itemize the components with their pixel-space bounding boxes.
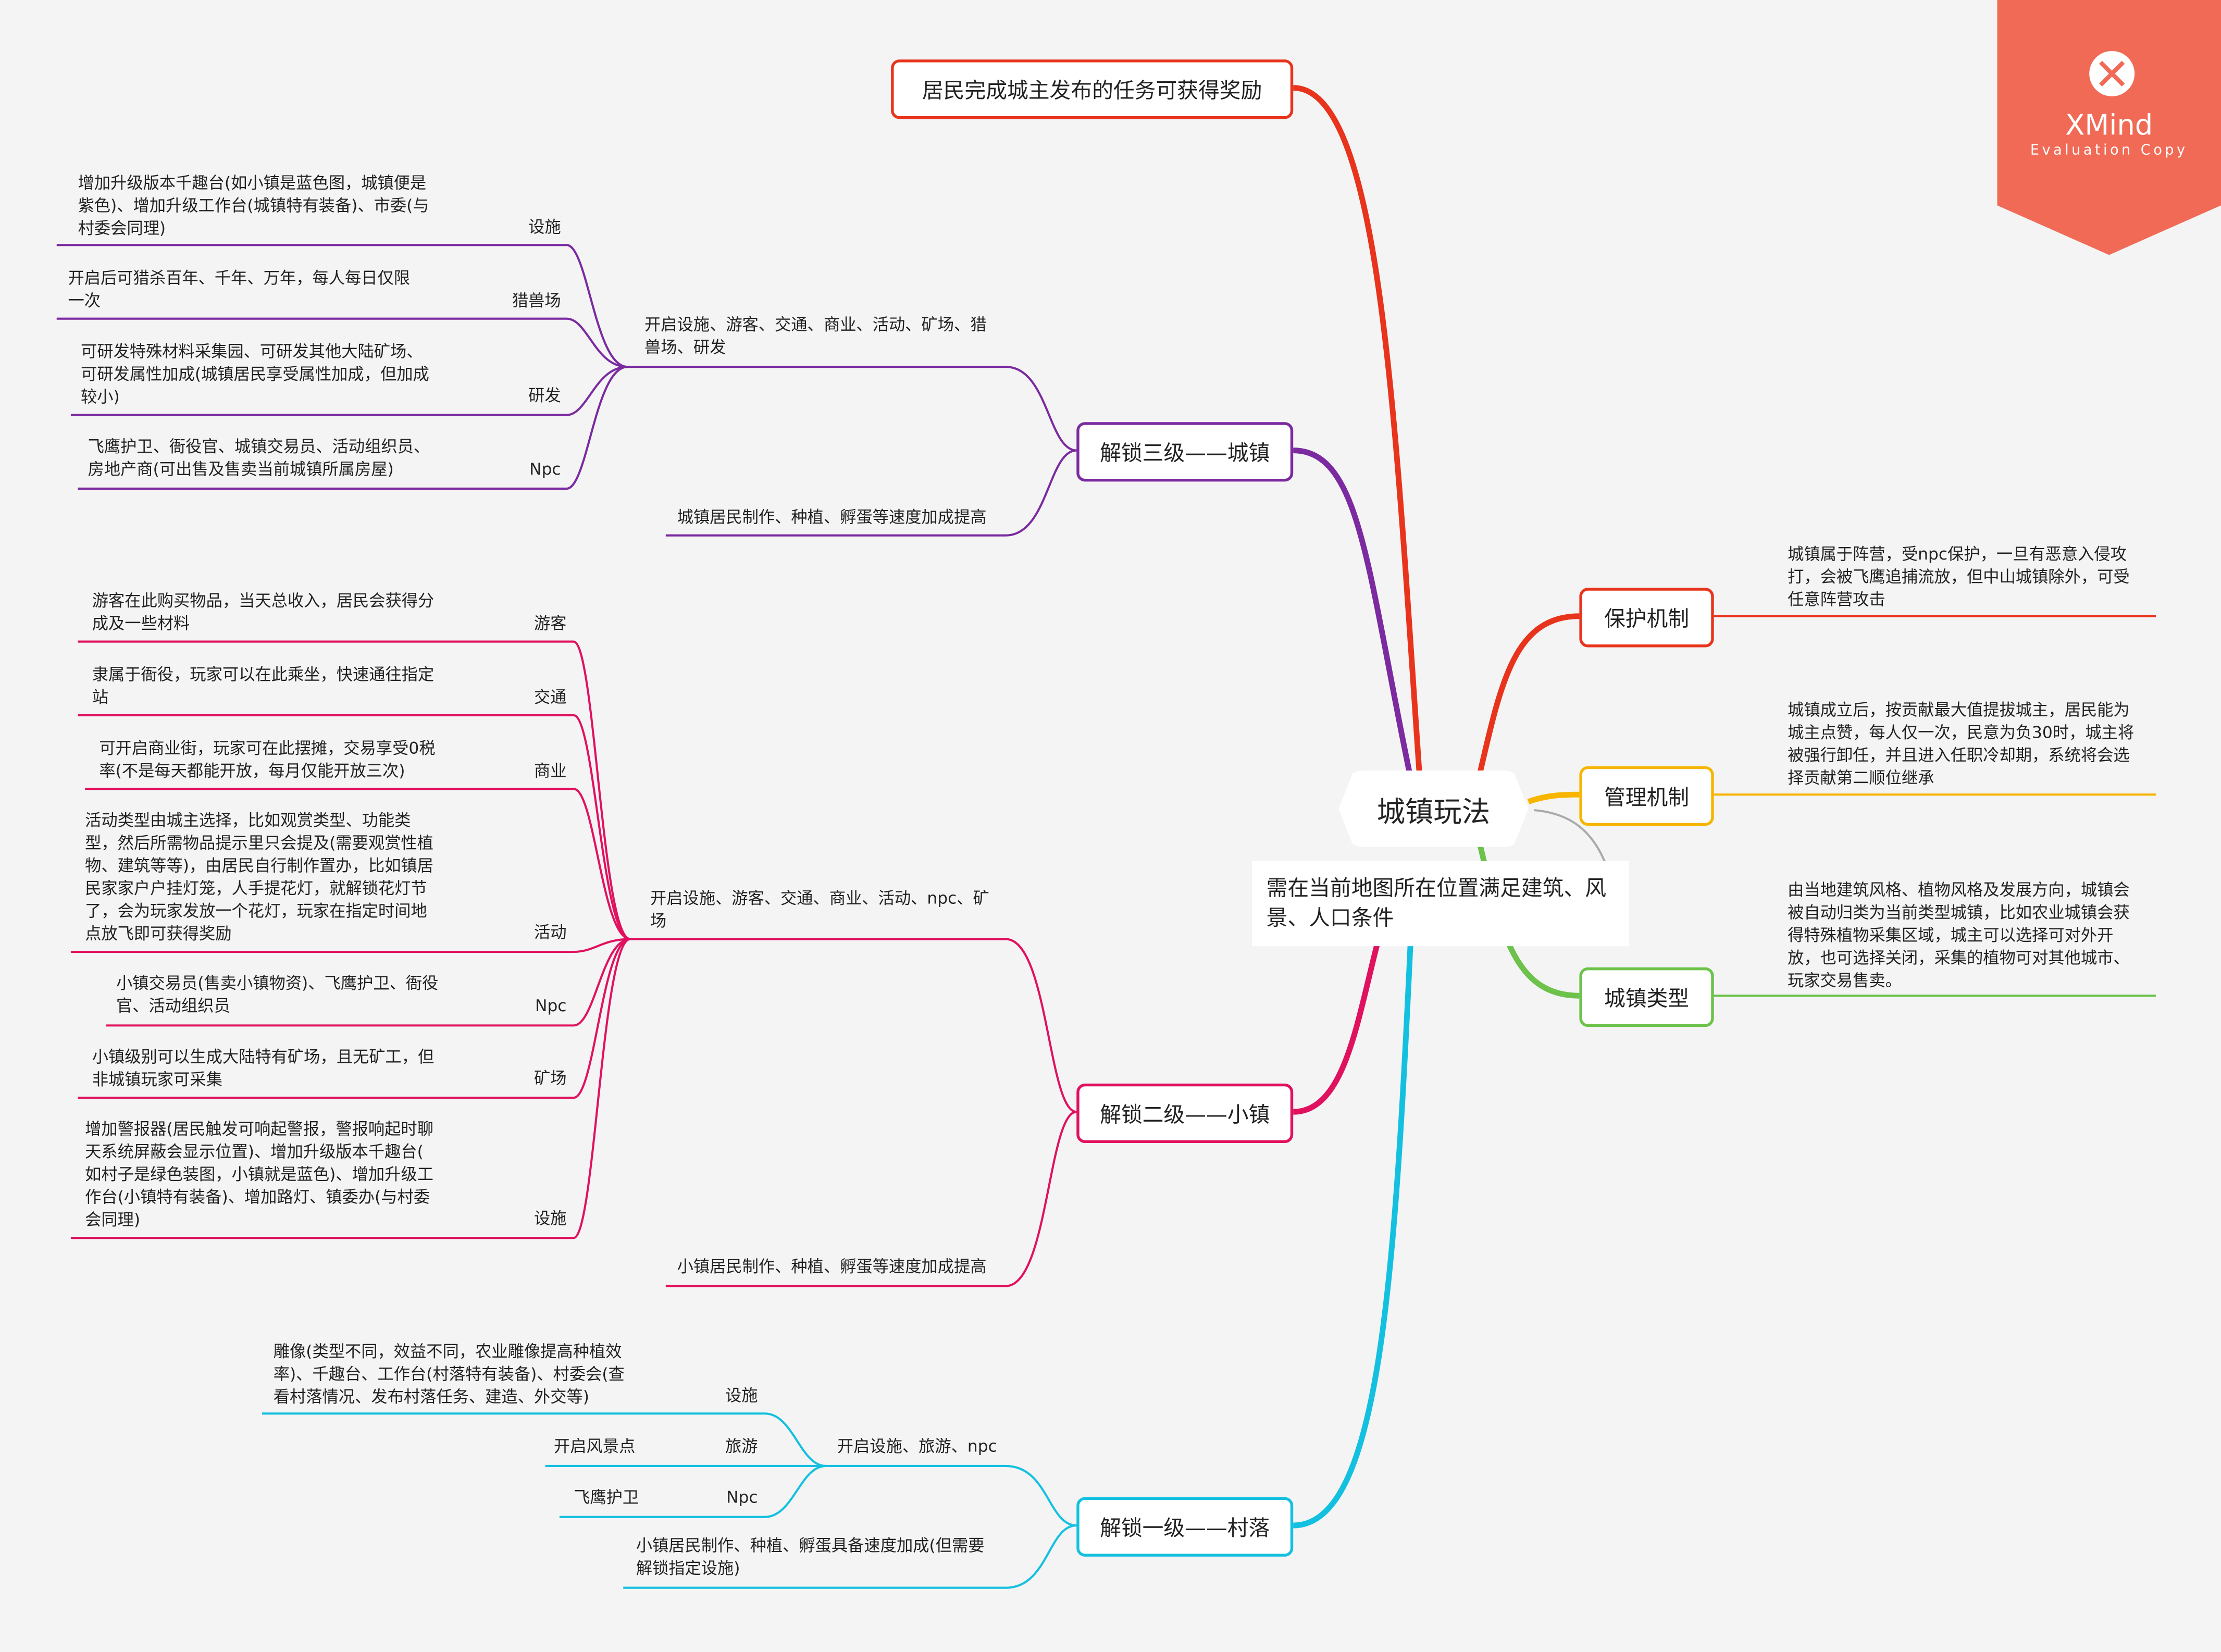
topic-town-type[interactable]: 城镇类型: [1579, 967, 1714, 1027]
level2-facility-text: 增加警报器(居民触发可响起警报，警报响起时聊天系统屏蔽会显示位置)、增加升级版本…: [85, 1119, 433, 1229]
level2-tourist-text: 游客在此购买物品，当天总收入，居民会获得分成及一些材料: [92, 590, 435, 634]
central-topic[interactable]: 城镇玩法: [1338, 771, 1529, 847]
level3-research-label: 研发: [528, 385, 561, 405]
protection-detail: 城镇属于阵营，受npc保护，一旦有恶意入侵攻打，会被飞鹰追捕流放，但中山城镇除外…: [1788, 544, 2130, 610]
topic-management[interactable]: 管理机制: [1579, 766, 1714, 826]
branch-line-level3: [1293, 448, 1412, 773]
level3-hunting-label: 猎兽场: [512, 290, 561, 310]
topic-level2-small-town[interactable]: 解锁二级——小镇: [1076, 1083, 1294, 1144]
level1-facility-label: 设施: [725, 1385, 758, 1405]
badge-brand: XMind: [2065, 107, 2153, 142]
level2-commerce-text: 可开启商业街，玩家可在此摆摊，交易享受0税率(不是每天都能开放，每月仅能开放三次…: [99, 738, 436, 781]
xmind-watermark-badge: [1997, 0, 2221, 255]
level3-hunting-text: 开启后可猎杀百年、千年、万年，每人每日仅限一次: [68, 267, 411, 310]
management-detail: 城镇成立后，按贡献最大值提拔城主，居民能为城主点赞，每人仅一次，民意为负30时，…: [1788, 700, 2135, 788]
level2-facility-label: 设施: [533, 1208, 567, 1228]
level1-facility-text: 雕像(类型不同，效益不同，农业雕像提高种植效率)、千趣台、工作台(村落特有装备)…: [273, 1341, 625, 1407]
topic-resident-tasks[interactable]: 居民完成城主发布的任务可获得奖励: [891, 59, 1294, 119]
level2-npc-text: 小镇交易员(售卖小镇物资)、飞鹰护卫、衙役官、活动组织员: [116, 973, 439, 1016]
level1-lines: [262, 1412, 1077, 1589]
level3-facility-label: 设施: [528, 216, 561, 237]
level2-lines: [70, 640, 1077, 1287]
level1-tour-label: 旅游: [725, 1436, 758, 1456]
level2-bonus: 小镇居民制作、种植、孵蛋等速度加成提高: [677, 1256, 987, 1276]
level2-transport-label: 交通: [533, 687, 567, 707]
level3-npc-text: 飞鹰护卫、衙役官、城镇交易员、活动组织员、房地产商(可出售及售卖当前城镇所属房屋…: [88, 436, 430, 479]
topic-level1-village[interactable]: 解锁一级——村落: [1076, 1497, 1294, 1557]
level3-research-text: 可研发特殊材料采集园、可研发其他大陆矿场、可研发属性加成(城镇居民享受属性加成，…: [80, 341, 429, 407]
level2-activity-label: 活动: [533, 922, 567, 942]
level2-mine-text: 小镇级别可以生成大陆特有矿场，且无矿工，但非城镇玩家可采集: [92, 1047, 435, 1089]
branch-line-manage: [1527, 791, 1580, 804]
level3-open-text: 开启设施、游客、交通、商业、活动、矿场、猎兽场、研发: [644, 314, 987, 357]
level2-activity-text: 活动类型由城主选择，比如观赏类型、功能类型，然后所需物品提示里只会提及(需要观赏…: [85, 810, 433, 943]
topic-protection[interactable]: 保护机制: [1579, 588, 1714, 648]
level1-open-text: 开启设施、旅游、npc: [837, 1436, 997, 1456]
level2-commerce-label: 商业: [533, 760, 567, 781]
level3-lines: [56, 244, 1077, 537]
branch-line-level1: [1293, 906, 1416, 1529]
level2-mine-label: 矿场: [533, 1067, 567, 1088]
branch-line-top: [1293, 85, 1422, 773]
level1-npc-label: Npc: [726, 1487, 758, 1507]
topic-level3-town[interactable]: 解锁三级——城镇: [1076, 422, 1294, 482]
branch-line-protect: [1477, 613, 1580, 773]
level3-npc-label: Npc: [529, 458, 561, 479]
level2-open-text: 开启设施、游客、交通、商业、活动、npc、矿场: [650, 888, 989, 931]
badge-sub: Evaluation Copy: [2030, 143, 2188, 159]
level2-npc-label: Npc: [535, 996, 567, 1016]
town-type-detail: 由当地建筑风格、植物风格及发展方向，城镇会被自动归类为当前类型城镇，比如农业城镇…: [1788, 879, 2130, 990]
level2-tourist-label: 游客: [533, 613, 567, 634]
level1-bonus: 小镇居民制作、种植、孵蛋具备速度加成(但需要解锁指定设施): [636, 1535, 985, 1578]
level1-npc-text: 飞鹰护卫: [574, 1487, 639, 1507]
level3-facility-text: 增加升级版本千趣台(如小镇是蓝色图，城镇便是紫色)、增加升级工作台(城镇特有装备…: [78, 172, 429, 238]
level3-bonus: 城镇居民制作、种植、孵蛋等速度加成提高: [677, 507, 987, 527]
level1-tour-text: 开启风景点: [554, 1436, 636, 1456]
level2-transport-text: 隶属于衙役，玩家可以在此乘坐，快速通往指定站: [92, 664, 435, 707]
floating-note[interactable]: 需在当前地图所在位置满足建筑、风景、人口条件: [1252, 861, 1629, 947]
